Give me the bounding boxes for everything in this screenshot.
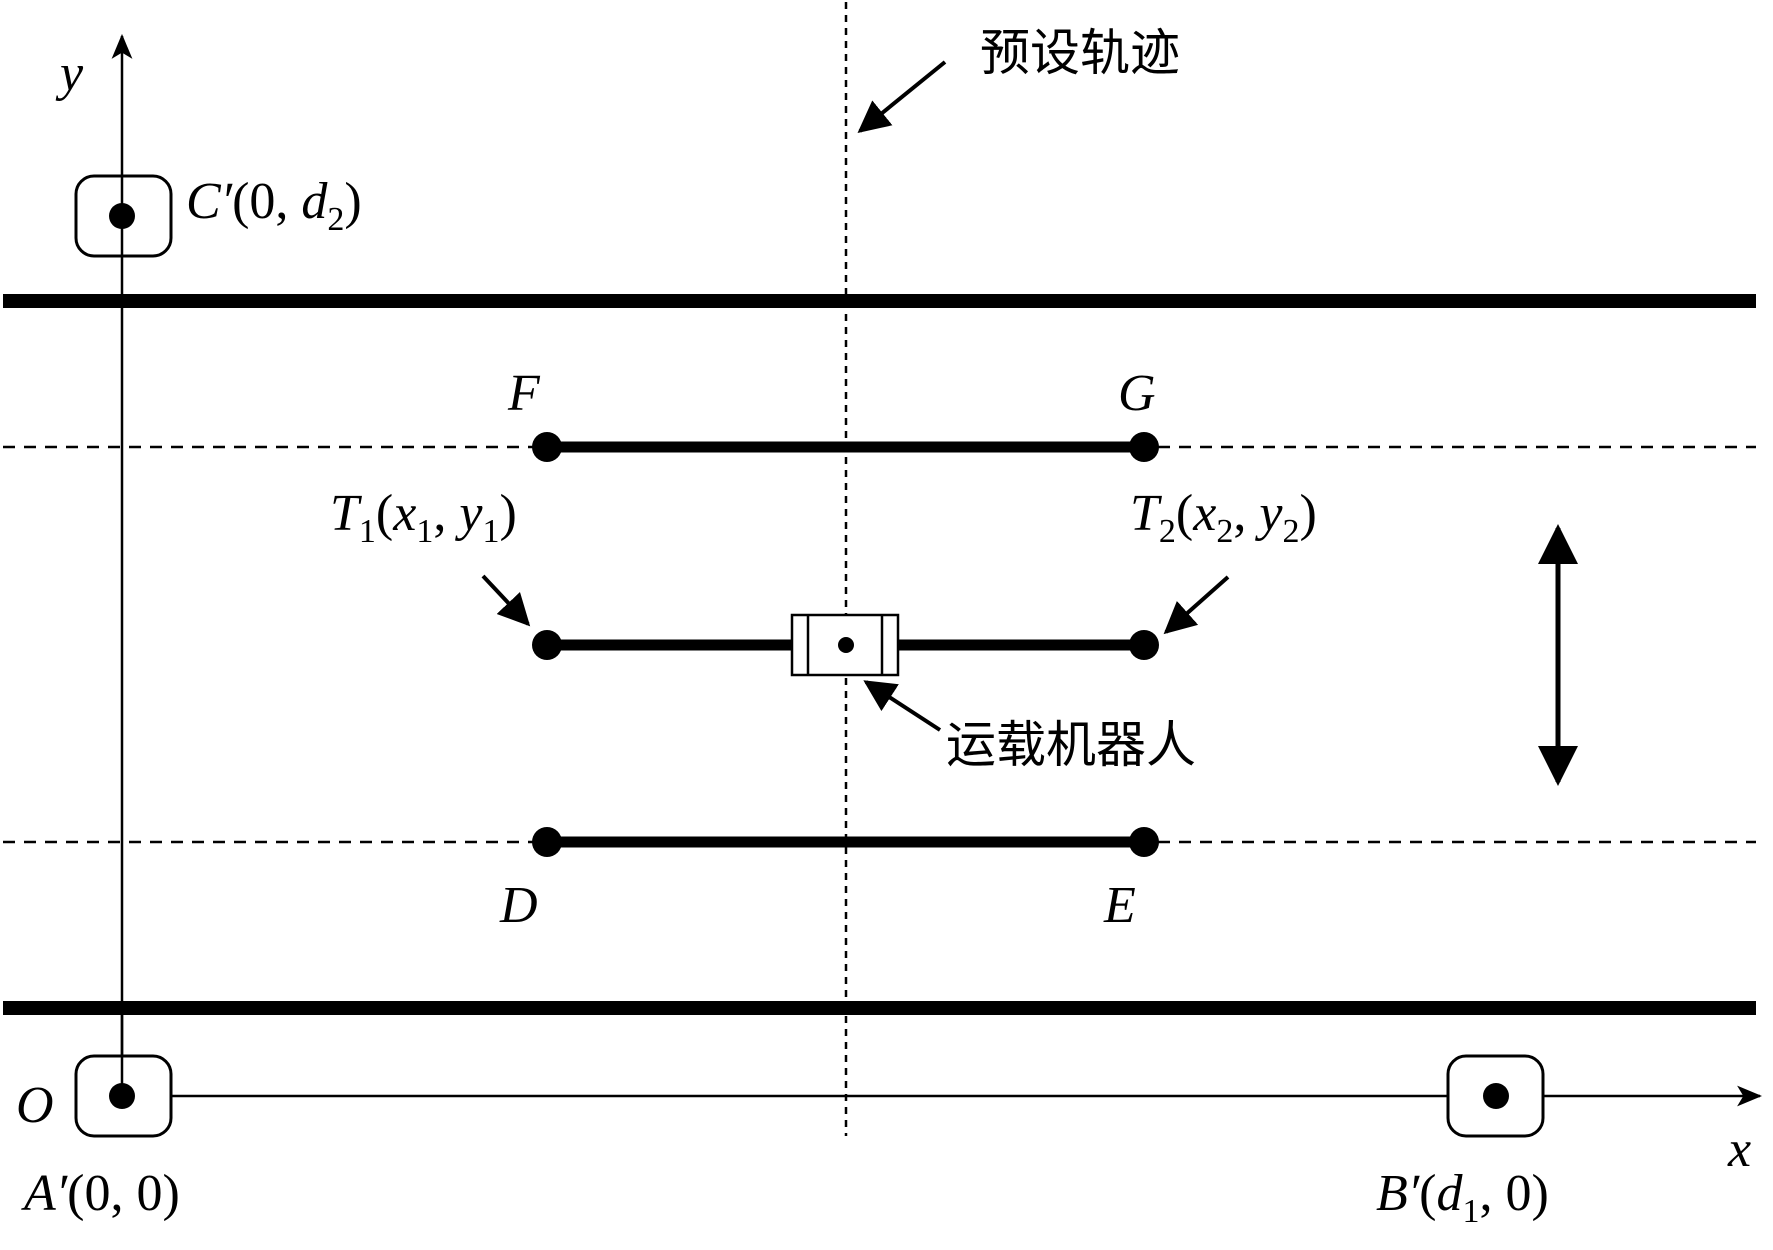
point-e-dot (1129, 827, 1159, 857)
point-d-label: D (499, 877, 538, 934)
anchor-b-label: B′(d1, 0) (1376, 1165, 1549, 1230)
carrier-robot-label: 运载机器人 (946, 716, 1196, 774)
tag-t2-label: T2(x2, y2) (1130, 485, 1317, 550)
anchor-a-label: A′(0, 0) (21, 1165, 180, 1222)
point-g-label: G (1118, 365, 1156, 422)
point-g-dot (1129, 432, 1159, 462)
anchor-b-node (1446, 1054, 1545, 1138)
point-f-label: F (507, 365, 541, 422)
point-e-label: E (1103, 877, 1136, 934)
preset-trajectory-arrow (857, 60, 947, 134)
x-axis-label: x (1727, 1121, 1751, 1178)
tag-t2-dot (1129, 630, 1159, 660)
tag-t1-dot (532, 630, 562, 660)
preset-trajectory-label: 预设轨迹 (980, 24, 1180, 82)
anchor-c-node (74, 174, 173, 258)
tag-t2-arrow (1163, 575, 1230, 635)
tag-t1-arrow (481, 574, 531, 627)
carrier-robot (790, 613, 900, 677)
tag-t1-label: T1(x1, y1) (330, 485, 517, 550)
point-d-dot (532, 827, 562, 857)
carrier-robot-arrow (863, 680, 942, 732)
point-f-dot (532, 432, 562, 462)
origin-label: O (16, 1077, 54, 1134)
anchor-a-node (74, 1054, 173, 1138)
anchor-c-label: C′(0, d2) (186, 173, 362, 238)
y-axis-label: y (55, 45, 84, 102)
